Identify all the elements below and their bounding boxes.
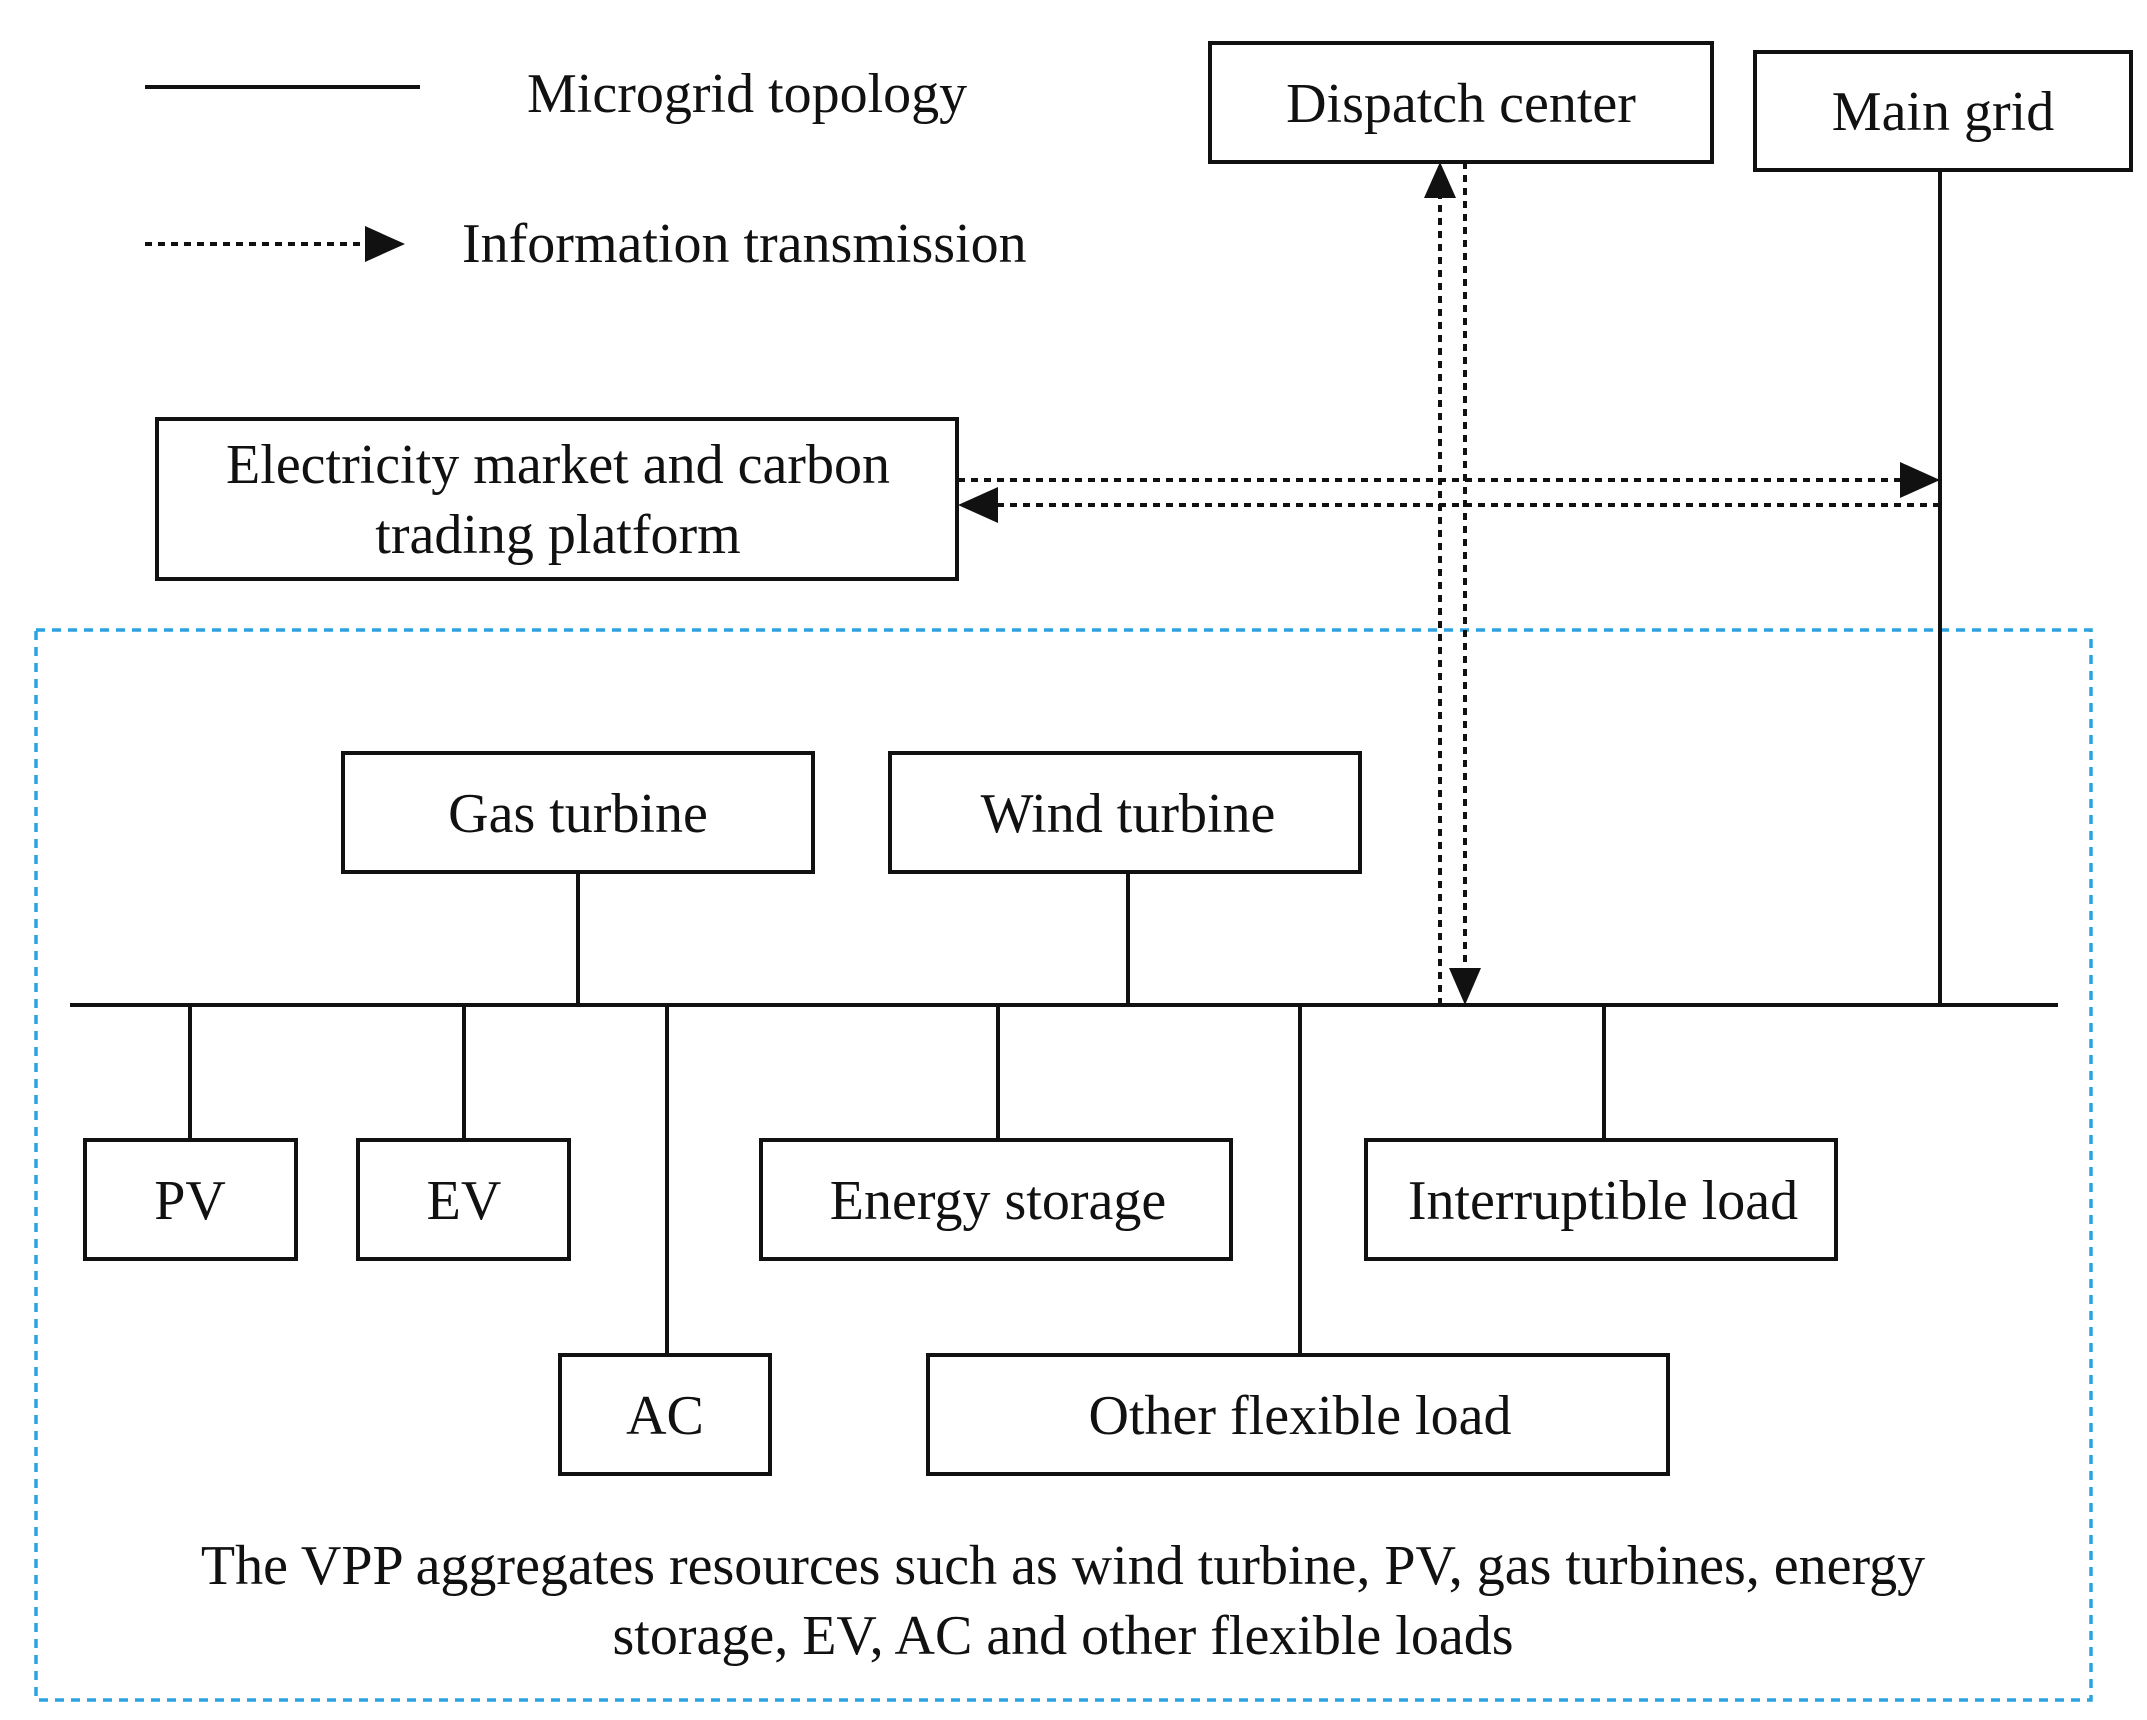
ev-label: EV [427,1170,502,1232]
interruptible-load-box: Interruptible load [1364,1138,1838,1261]
vpp-boundary [34,628,2093,1702]
gas-turbine-label: Gas turbine [448,783,708,845]
energy-storage-label: Energy storage [830,1170,1166,1232]
market-platform-label-line1: Electricity market and carbon [226,434,890,496]
dispatch-center-box: Dispatch center [1208,41,1714,164]
topology-wires [70,170,2058,1355]
pv-label: PV [154,1170,226,1232]
info-arrowhead-market [958,487,998,523]
main-grid-label: Main grid [1832,81,2054,143]
info-arrowhead-main-grid [1900,462,1940,498]
vpp-caption-line1: The VPP aggregates resources such as win… [201,1535,1925,1597]
vpp-caption-line2: storage, EV, AC and other flexible loads [612,1605,1513,1667]
legend: Microgrid topology Information transmiss… [145,63,1027,275]
other-flexible-load-box: Other flexible load [926,1353,1670,1476]
market-platform-box: Electricity market and carbon trading pl… [155,417,959,581]
market-platform-label-line2: trading platform [375,504,740,566]
info-arrowhead-dispatch [1424,162,1456,198]
interruptible-load-label: Interruptible load [1408,1170,1798,1232]
other-flexible-load-label: Other flexible load [1089,1385,1512,1447]
legend-topology-label: Microgrid topology [527,63,967,125]
legend-info-label: Information transmission [462,213,1027,275]
wind-turbine-label: Wind turbine [981,783,1276,845]
gas-turbine-box: Gas turbine [341,751,815,874]
main-grid-box: Main grid [1753,50,2133,172]
legend-info-arrowhead [365,226,405,262]
ev-box: EV [356,1138,571,1261]
pv-box: PV [83,1138,298,1261]
info-arrowhead-bus [1449,968,1481,1005]
information-links [958,162,1940,1005]
ac-box: AC [558,1353,772,1476]
energy-storage-box: Energy storage [759,1138,1233,1261]
ac-label: AC [626,1385,704,1447]
vpp-caption: The VPP aggregates resources such as win… [201,1535,1925,1667]
dispatch-center-label: Dispatch center [1286,73,1636,135]
wind-turbine-box: Wind turbine [888,751,1362,874]
